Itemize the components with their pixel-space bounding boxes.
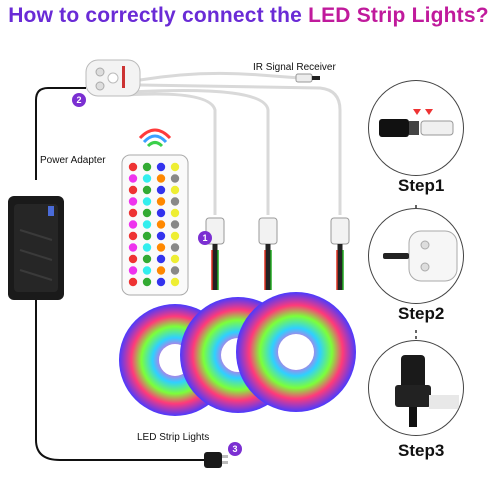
- remote-button: [156, 220, 166, 229]
- remote-button: [142, 185, 152, 195]
- badge-2: 2: [72, 93, 86, 107]
- remote-button: [170, 254, 180, 264]
- remote-button: [170, 174, 180, 183]
- remote-button: [128, 231, 138, 241]
- remote-button: [142, 208, 152, 218]
- led-reels: [119, 292, 356, 416]
- remote-button: [156, 185, 166, 195]
- badge-1: 1: [198, 231, 212, 245]
- controller-plug-icon: [383, 230, 458, 282]
- cables: [124, 71, 342, 215]
- remote-button: [128, 277, 138, 287]
- ir-receiver-label: IR Signal Receiver: [253, 62, 336, 73]
- title-part2: LED Strip Lights?: [308, 4, 489, 27]
- title-part1: How to correctly connect the: [8, 4, 303, 27]
- remote-button: [142, 277, 152, 287]
- remote-button: [156, 162, 166, 172]
- remote-button: [156, 197, 166, 206]
- signal-icon: [138, 128, 172, 148]
- adapter-cable: [35, 300, 210, 461]
- remote-button: [128, 243, 138, 252]
- remote-button: [142, 220, 152, 229]
- remote-button: [156, 254, 166, 264]
- page-title: How to correctly connect the LED Strip L…: [0, 4, 497, 28]
- remote-control-icon: [121, 154, 189, 296]
- remote-button: [128, 185, 138, 195]
- remote-button: [128, 197, 138, 206]
- remote-button: [156, 208, 166, 218]
- remote-button: [142, 174, 152, 183]
- remote-button: [142, 197, 152, 206]
- step2-illustration: [368, 208, 464, 304]
- remote-button: [170, 277, 180, 287]
- remote-button: [170, 208, 180, 218]
- remote-button: [170, 185, 180, 195]
- led-strip-label: LED Strip Lights: [137, 432, 210, 443]
- remote-button: [170, 220, 180, 229]
- remote-button: [142, 254, 152, 264]
- remote-button: [156, 243, 166, 252]
- step1-illustration: [368, 80, 464, 176]
- controller-icon: [85, 59, 141, 97]
- ir-receiver-icon: [295, 73, 320, 83]
- plug-icon: [204, 452, 228, 468]
- remote-button: [142, 243, 152, 252]
- step1-label: Step1: [398, 176, 445, 195]
- remote-button: [128, 266, 138, 275]
- remote-button: [170, 266, 180, 275]
- remote-button: [170, 162, 180, 172]
- strip-connectors: [205, 217, 350, 290]
- connector-insert-icon: [379, 109, 454, 137]
- wall-plug-icon: [395, 355, 459, 427]
- power-cable: [35, 87, 86, 180]
- remote-button: [156, 174, 166, 183]
- power-adapter-label: Power Adapter: [40, 155, 106, 166]
- remote-button: [142, 162, 152, 172]
- remote-button: [156, 231, 166, 241]
- remote-button: [170, 243, 180, 252]
- step3-illustration: [368, 340, 464, 436]
- step2-label: Step2: [398, 304, 445, 323]
- remote-button: [128, 162, 138, 172]
- remote-button: [128, 220, 138, 229]
- remote-button: [142, 266, 152, 275]
- remote-button: [170, 197, 180, 206]
- remote-button: [128, 208, 138, 218]
- remote-button: [170, 231, 180, 241]
- power-adapter-icon: [8, 196, 64, 300]
- step3-label: Step3: [398, 441, 445, 460]
- remote-button: [128, 174, 138, 183]
- badge-3: 3: [228, 442, 242, 456]
- remote-button: [142, 231, 152, 241]
- remote-button: [156, 277, 166, 287]
- remote-button: [156, 266, 166, 275]
- remote-button: [128, 254, 138, 264]
